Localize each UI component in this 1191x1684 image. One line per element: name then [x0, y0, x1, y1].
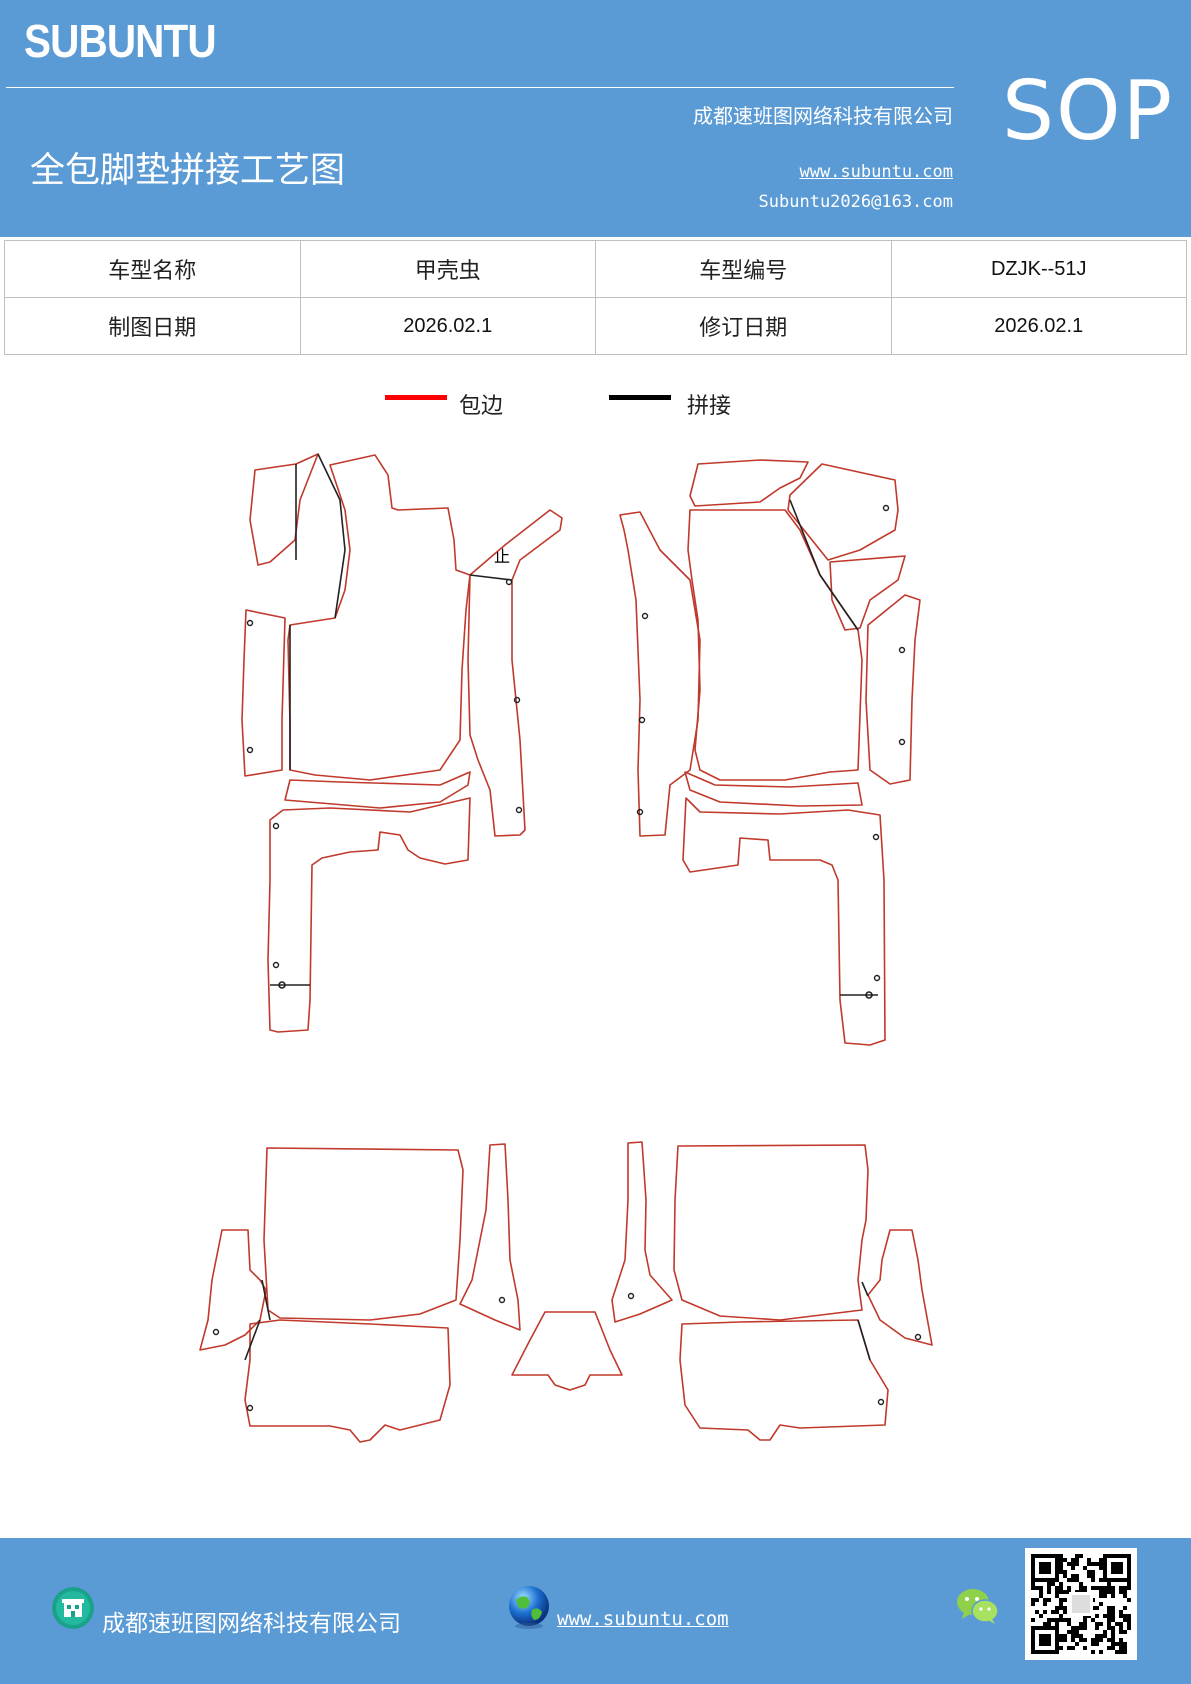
- website-link[interactable]: www.subuntu.com: [799, 162, 953, 182]
- table-row: 车型名称 甲壳虫 车型编号 DZJK--51J: [4, 240, 1187, 298]
- model-name-value: 甲壳虫: [299, 240, 596, 298]
- globe-icon: [509, 1586, 549, 1629]
- company-name: 成都速班图网络科技有限公司: [693, 104, 953, 128]
- mat-piece: [684, 771, 863, 807]
- mat-piece: [673, 1144, 869, 1321]
- mat-piece: [829, 555, 906, 631]
- mat-hole: [272, 822, 280, 830]
- mat-piece: [467, 509, 563, 837]
- mat-seam: [789, 499, 859, 631]
- mat-piece: [241, 609, 286, 777]
- model-name-label: 车型名称: [4, 240, 301, 298]
- building-icon: [52, 1587, 94, 1629]
- mat-seam: [289, 453, 346, 770]
- header-banner: SUBUNTU 成都速班图网络科技有限公司 全包脚垫拼接工艺图 www.subu…: [0, 0, 1191, 237]
- mat-piece: [787, 463, 899, 561]
- mat-hole: [212, 1328, 220, 1336]
- mat-hole: [914, 1333, 922, 1341]
- mat-piece: [459, 1143, 521, 1331]
- mat-piece: [511, 1311, 623, 1391]
- mat-piece: [287, 454, 471, 781]
- legend-splice-swatch: [609, 395, 671, 400]
- mat-seam: [857, 1281, 871, 1361]
- mat-piece: [689, 459, 809, 507]
- mat-piece: [865, 594, 921, 785]
- model-code-value: DZJK--51J: [890, 240, 1187, 298]
- wechat-icon: [957, 1589, 999, 1624]
- mat-hole: [865, 991, 873, 999]
- legend-edge-label: 包边: [459, 394, 504, 419]
- qr-code: [1025, 1548, 1137, 1660]
- floor-mat-diagram: 止: [199, 453, 933, 1443]
- mat-seam: [469, 574, 513, 581]
- mat-piece: [867, 1229, 933, 1346]
- mat-hole: [278, 981, 286, 989]
- legend-edge-swatch: [385, 395, 447, 400]
- mat-hole: [882, 504, 890, 512]
- mat-hole: [872, 833, 880, 841]
- footer-banner: 成都速班图网络科技有限公司 www.subuntu.com: [0, 1538, 1191, 1684]
- info-table: 车型名称 甲壳虫 车型编号 DZJK--51J 制图日期 2026.02.1 修…: [4, 240, 1187, 355]
- mat-hole: [513, 696, 521, 704]
- legend: 包边 拼接: [0, 388, 1191, 428]
- mat-piece: [284, 771, 471, 809]
- mat-hole: [515, 806, 523, 814]
- legend-splice-label: 拼接: [687, 394, 732, 419]
- mat-hole: [246, 1404, 254, 1412]
- header-divider: [6, 87, 954, 88]
- mat-seam: [244, 1279, 271, 1361]
- mat-piece: [267, 797, 471, 1033]
- mat-piece: [619, 511, 701, 837]
- revise-date-value: 2026.02.1: [890, 297, 1187, 355]
- draw-date-value: 2026.02.1: [299, 297, 596, 355]
- mat-piece: [679, 1319, 889, 1441]
- mat-piece: [244, 1319, 451, 1443]
- mat-hole: [272, 961, 280, 969]
- mat-hole: [505, 578, 513, 586]
- mat-piece: [249, 453, 319, 566]
- mat-piece: [263, 1147, 464, 1321]
- footer-website-link[interactable]: www.subuntu.com: [557, 1608, 729, 1630]
- mat-hole: [498, 1296, 506, 1304]
- mat-hole: [877, 1398, 885, 1406]
- mat-hole: [641, 612, 649, 620]
- mat-hole: [898, 646, 906, 654]
- mat-hole: [873, 974, 881, 982]
- mat-piece: [199, 1229, 267, 1351]
- mat-hole: [638, 716, 646, 724]
- mat-hole: [636, 808, 644, 816]
- table-row: 制图日期 2026.02.1 修订日期 2026.02.1: [4, 297, 1187, 355]
- draw-date-label: 制图日期: [4, 297, 301, 355]
- mat-hole: [246, 746, 254, 754]
- model-code-label: 车型编号: [595, 240, 892, 298]
- revise-date-label: 修订日期: [595, 297, 892, 355]
- mat-piece: [682, 797, 886, 1046]
- sop-badge: SOP: [1002, 64, 1175, 159]
- mat-hole: [246, 619, 254, 627]
- mat-piece: [687, 509, 863, 781]
- mat-piece: [611, 1141, 673, 1323]
- stop-mark: 止: [494, 547, 510, 566]
- document-title: 全包脚垫拼接工艺图: [30, 151, 346, 191]
- brand-logo: SUBUNTU: [24, 15, 217, 67]
- mat-hole: [627, 1292, 635, 1300]
- footer-company: 成都速班图网络科技有限公司: [102, 1611, 401, 1637]
- mat-hole: [898, 738, 906, 746]
- email-address: Subuntu2026@163.com: [758, 192, 953, 212]
